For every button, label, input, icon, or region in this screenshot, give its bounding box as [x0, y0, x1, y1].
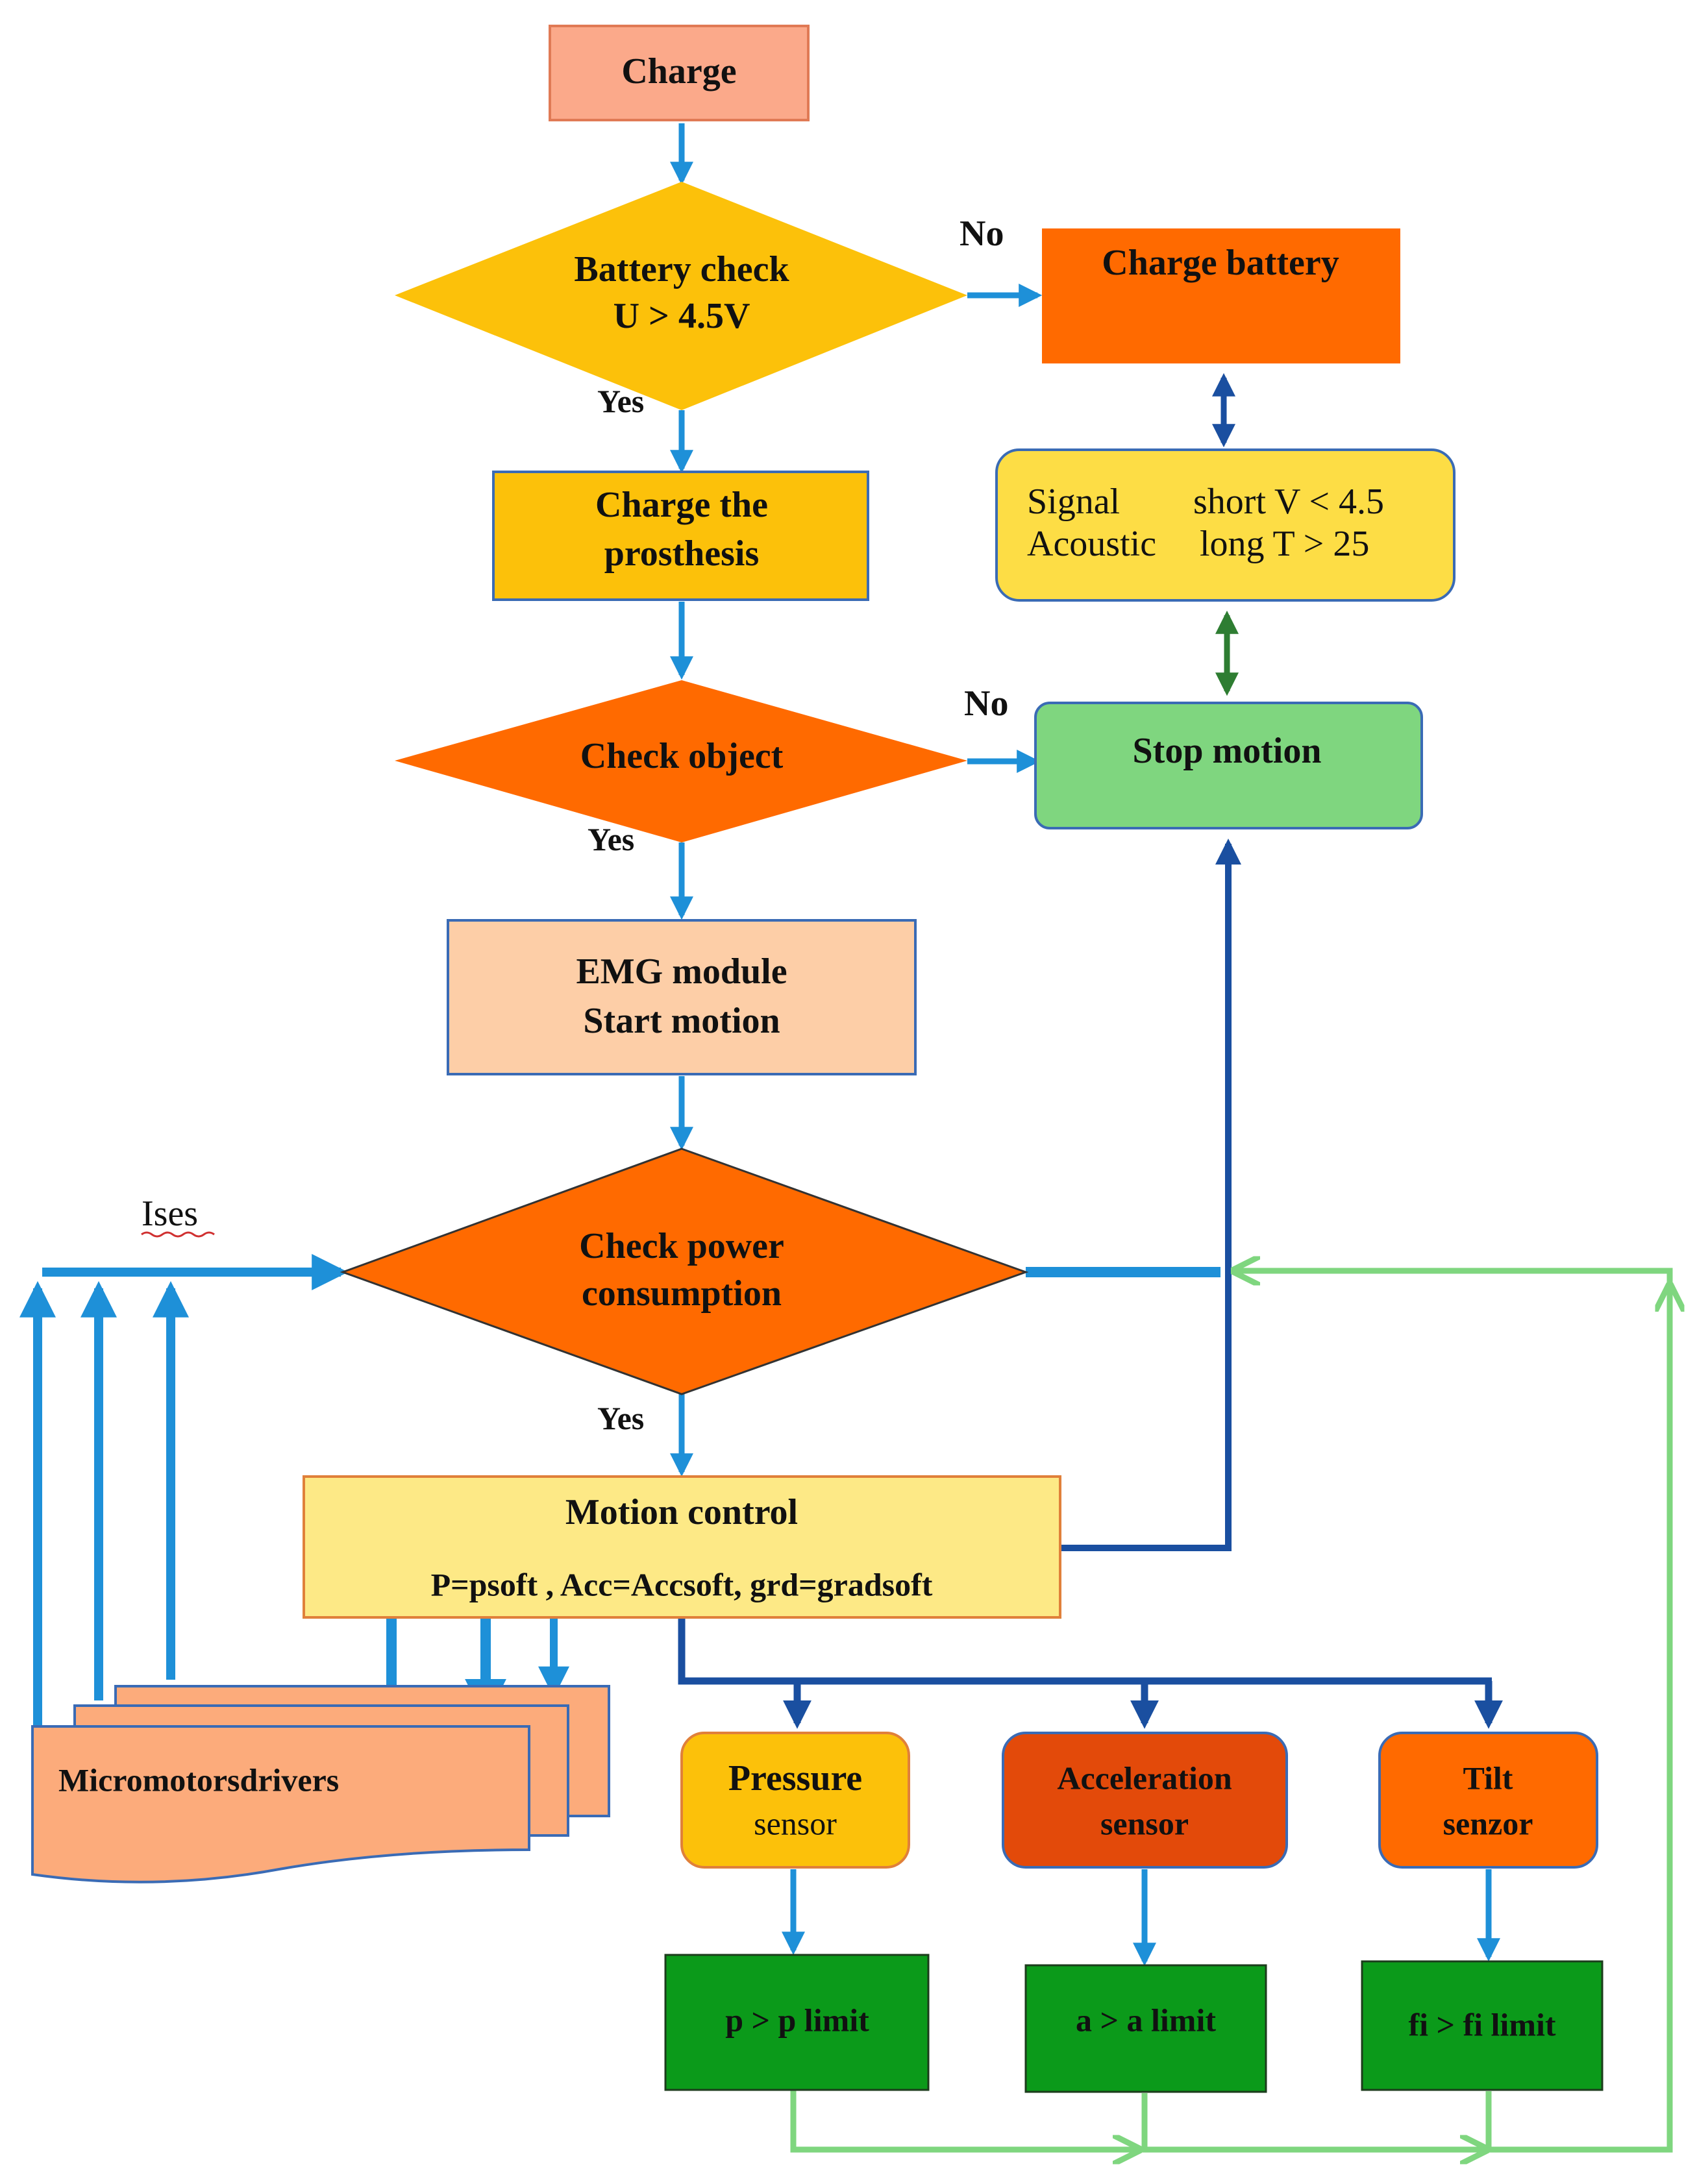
- node-charge: Charge: [549, 25, 810, 121]
- node-tilt-sensor: Tilt senzor: [1378, 1732, 1598, 1869]
- tilt-sensor-box: [1378, 1732, 1598, 1869]
- battery-check-line1: Battery check: [574, 249, 789, 289]
- emg-line2: Start motion: [583, 1001, 780, 1041]
- edge-labels: No Yes No Yes Yes Ises: [141, 214, 1008, 1436]
- node-charge-prosthesis: Charge the prosthesis: [492, 471, 869, 601]
- node-pressure-sensor: Pressure sensor: [680, 1732, 910, 1869]
- fi-limit-label: fi > fi limit: [1408, 2006, 1555, 2043]
- node-motion-control: Motion control P=psoft , Acc=Accsoft, gr…: [303, 1475, 1061, 1619]
- signal-box: [995, 448, 1455, 602]
- battery-check-diamond: [395, 182, 967, 410]
- micromotor-sheet-1: [31, 1725, 530, 1883]
- node-charge-battery: Charge battery: [1042, 228, 1400, 363]
- charge-battery-box: [1042, 228, 1400, 363]
- ises-spellcheck-underline: [141, 1231, 215, 1238]
- check-object-diamond: [395, 680, 967, 842]
- node-p-limit: p > p limit: [664, 1954, 930, 2091]
- connectors: [19, 123, 1670, 2150]
- signal-right-line1: short V < 4.5: [1193, 482, 1384, 522]
- motion-control-box: [303, 1475, 1061, 1619]
- battery-check-line2: U > 4.5V: [613, 296, 750, 336]
- node-acceleration-sensor: Acceleration sensor: [1002, 1732, 1288, 1869]
- a-limit-box: [1024, 1964, 1267, 2093]
- arrow-motion-to-sensor-bus: [678, 1617, 1492, 1685]
- node-battery-check: Battery check U > 4.5V: [395, 182, 967, 410]
- feedback-p-limit: [790, 2090, 1136, 2150]
- p-limit-label: p > p limit: [725, 2002, 869, 2038]
- charge-prosthesis-box: [492, 471, 869, 601]
- a-limit-label: a > a limit: [1076, 2002, 1216, 2038]
- acceleration-sensor-line2: sensor: [1100, 1805, 1189, 1841]
- check-object-label: Check object: [580, 736, 784, 776]
- label-power-yes: Yes: [597, 1400, 644, 1436]
- emg-line1: EMG module: [576, 951, 787, 992]
- node-stop-motion: Stop motion: [1034, 702, 1423, 829]
- check-power-line1: Check power: [579, 1226, 784, 1266]
- motion-control-title: Motion control: [565, 1492, 798, 1532]
- acceleration-sensor-line1: Acceleration: [1057, 1760, 1232, 1796]
- node-fi-limit: fi > fi limit: [1361, 1960, 1604, 2091]
- label-object-yes: Yes: [588, 821, 634, 857]
- check-power-diamond: [340, 1147, 1029, 1395]
- label-ises: Ises: [142, 1194, 198, 1234]
- emg-box: [447, 919, 917, 1075]
- charge-battery-label: Charge battery: [1102, 243, 1339, 283]
- feedback-a-limit: [1141, 2093, 1483, 2150]
- fi-limit-box: [1361, 1960, 1604, 2091]
- charge-box: [549, 25, 810, 121]
- charge-label: Charge: [621, 51, 736, 92]
- charge-prosthesis-line1: Charge the: [595, 485, 768, 525]
- pressure-sensor-line1: Pressure: [728, 1758, 862, 1798]
- node-emg: EMG module Start motion: [447, 919, 917, 1075]
- pressure-sensor-line2: sensor: [754, 1805, 837, 1841]
- arrow-motion-to-stop: [1059, 839, 1241, 1551]
- label-battery-no: No: [960, 214, 1004, 254]
- node-a-limit: a > a limit: [1024, 1964, 1267, 2093]
- stop-motion-box: [1034, 702, 1423, 829]
- node-check-object: Check object: [395, 680, 967, 842]
- check-power-line2: consumption: [582, 1273, 782, 1314]
- tilt-sensor-line1: Tilt: [1463, 1760, 1513, 1796]
- tilt-sensor-line2: senzor: [1443, 1805, 1533, 1841]
- signal-left-line2: Acoustic: [1027, 524, 1156, 564]
- label-object-no: No: [964, 683, 1008, 724]
- node-signal: Signal Acoustic short V < 4.5 long T > 2…: [995, 448, 1455, 602]
- label-battery-yes: Yes: [597, 383, 644, 419]
- signal-left-line1: Signal: [1027, 482, 1120, 522]
- micromotors-label: Micromotorsdrivers: [58, 1761, 339, 1798]
- charge-prosthesis-line2: prosthesis: [604, 534, 760, 574]
- node-check-power: Check power consumption: [340, 1147, 1029, 1395]
- stop-motion-label: Stop motion: [1133, 731, 1322, 771]
- motion-control-params: P=psoft , Acc=Accsoft, grd=gradsoft: [431, 1566, 933, 1602]
- node-micromotors: Micromotorsdrivers: [31, 1685, 610, 1883]
- signal-right-line2: long T > 25: [1200, 524, 1369, 564]
- p-limit-box: [664, 1954, 930, 2091]
- pressure-sensor-box: [680, 1732, 910, 1869]
- acceleration-sensor-box: [1002, 1732, 1288, 1869]
